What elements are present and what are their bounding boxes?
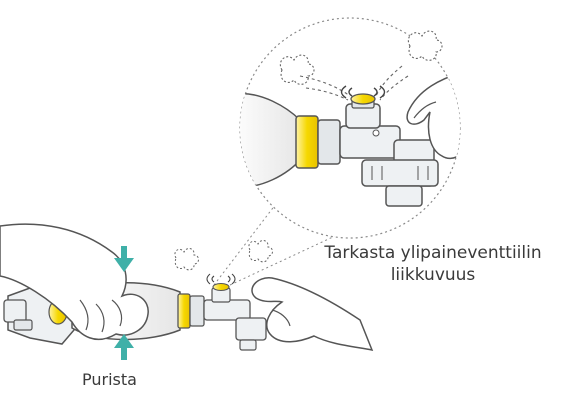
- hand-right-icon: [251, 277, 374, 351]
- device-main: [0, 223, 374, 351]
- hand-icon: [0, 223, 149, 340]
- magnifier-circle-icon: [239, 17, 461, 239]
- pressure-arrow-icon: [114, 246, 134, 360]
- squeeze-label: Purista: [82, 370, 137, 389]
- check-label-line1: Tarkasta ylipaineventtiilin: [324, 243, 542, 263]
- check-label-line2: liikkuvuus: [390, 265, 476, 285]
- check-valve-label: Tarkasta ylipaineventtiilin liikkuvuus: [300, 242, 566, 286]
- air-puff-small-icon: [174, 239, 273, 271]
- zoom-connector-lines: [213, 195, 336, 286]
- air-puff-icon: [279, 30, 443, 85]
